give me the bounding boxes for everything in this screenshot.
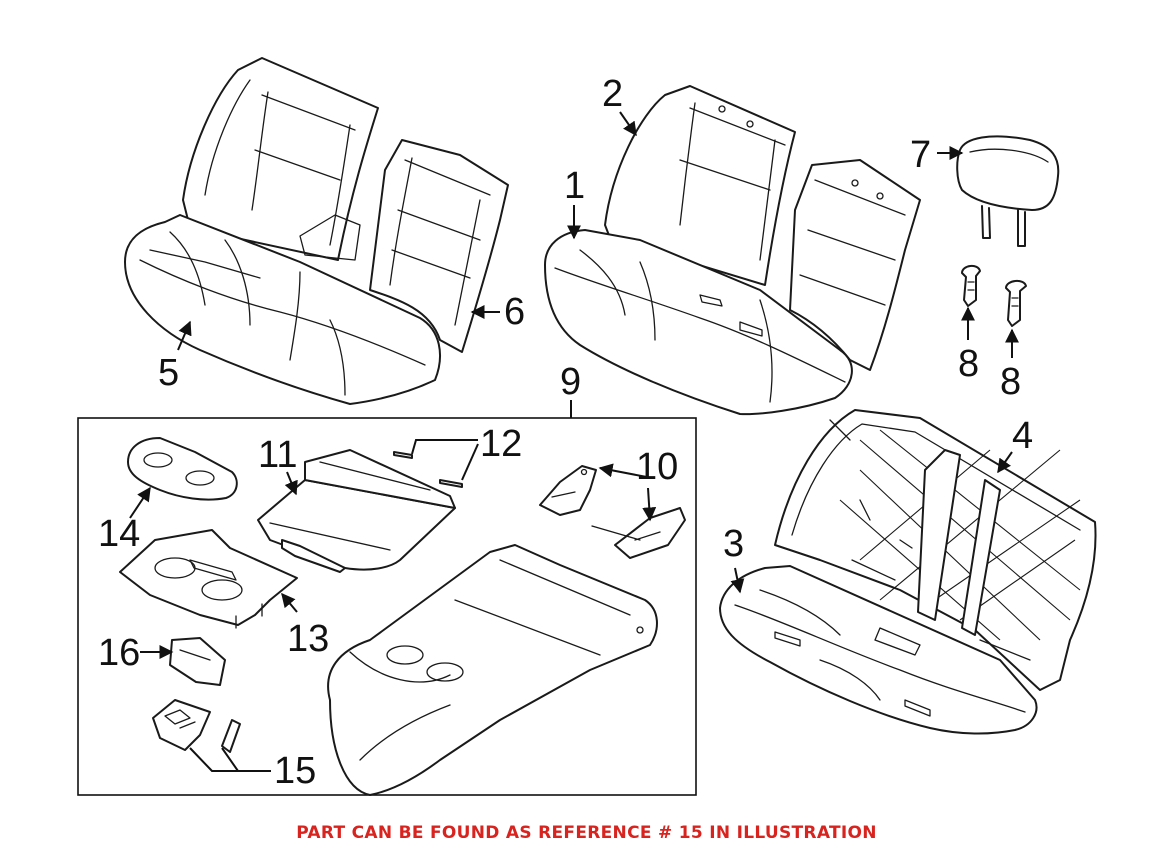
pin-b [439,479,463,488]
small-bracket [169,637,226,686]
rear-seat-assembly-left [124,57,509,405]
callout-13: 13 [287,618,329,660]
callout-16: 16 [98,632,140,674]
rear-seat-covers-middle [544,85,921,416]
switch-panel [152,699,211,751]
leader-lines [129,111,1019,772]
headrest [956,135,1060,247]
callout-4: 4 [1012,415,1033,457]
armrest-group-box [77,417,697,796]
callout-12: 12 [480,423,522,465]
headrest-guide-left [961,265,981,307]
callout-2: 2 [602,73,623,115]
headrest-guide-right [1005,280,1027,327]
reference-caption: PART CAN BE FOUND AS REFERENCE # 15 IN I… [296,823,877,843]
armrest-lid [257,479,456,573]
callout-9: 9 [560,361,581,403]
armrest-lid-cover [304,449,456,509]
callout-11: 11 [258,434,297,476]
armrest-body [327,544,658,796]
hinge-upper [539,465,597,516]
callout-3: 3 [723,523,744,565]
armrest-tray-bezel [119,529,298,629]
callout-10: 10 [636,446,678,488]
callout-15: 15 [274,750,316,792]
callout-7: 7 [910,134,931,176]
trim-strip [221,719,241,753]
pin-a [393,451,413,459]
seat-cushion-frame [719,565,1038,735]
callout-14: 14 [98,513,140,555]
callout-5: 5 [158,352,179,394]
callout-1: 1 [564,165,585,207]
backrest-frame [774,409,1097,691]
cup-holder-insert [127,437,238,501]
callout-8-right: 8 [1000,361,1021,403]
callout-6: 6 [504,291,525,333]
hinge-lower [591,507,686,559]
callout-8-left: 8 [958,343,979,385]
